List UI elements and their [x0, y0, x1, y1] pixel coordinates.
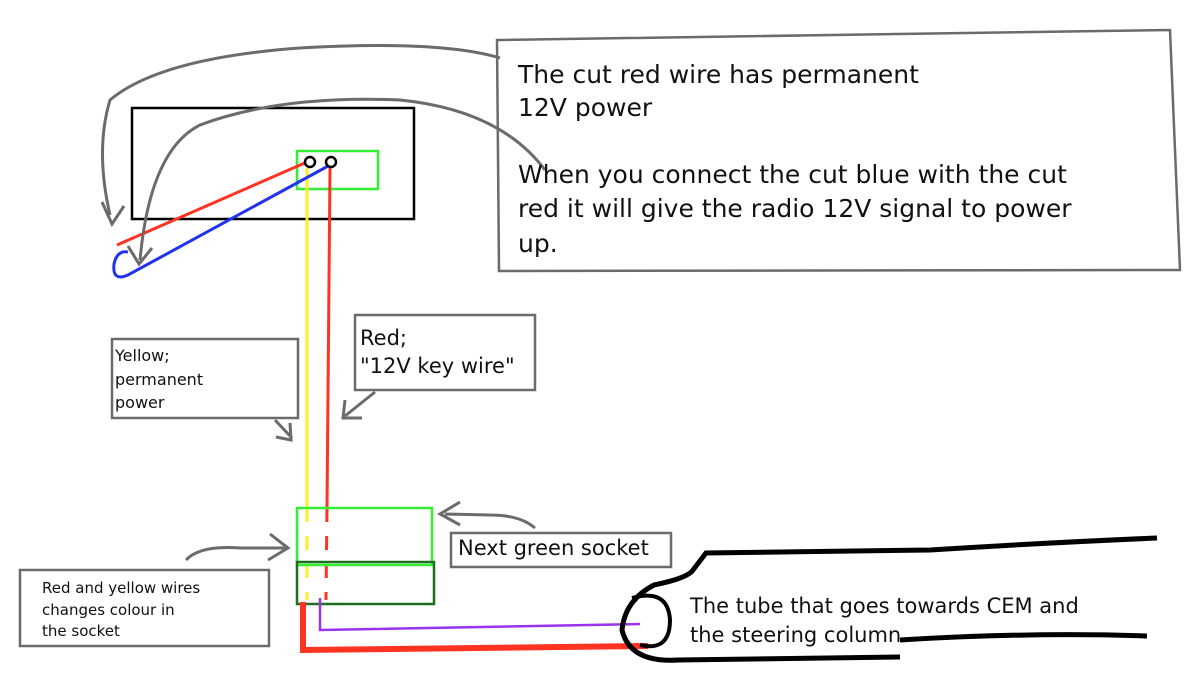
socket-callout-box — [449, 531, 673, 569]
purple-wire — [318, 598, 641, 632]
red-callout-line2: "12V key wire" — [360, 354, 515, 378]
tube — [619, 535, 1158, 663]
next-green-socket — [295, 506, 434, 567]
socket-callout-arrow — [436, 500, 536, 530]
arrow-to-blue-wire — [138, 97, 547, 261]
radio-connector — [295, 149, 380, 191]
pin-right — [324, 155, 338, 169]
change-callout-line1: Red and yellow wires — [42, 579, 201, 597]
change-callout-line2: changes colour in — [42, 601, 175, 619]
tube-label-line2: the steering column — [690, 623, 902, 647]
radio-unit — [130, 106, 416, 221]
red-key-wire — [325, 167, 332, 509]
tube-label-line1: The tube that goes towards CEM and — [690, 594, 1079, 618]
yellow-callout-line2: permanent — [115, 370, 204, 389]
red-thick-wire — [300, 602, 649, 654]
red-callout-box — [353, 313, 537, 392]
yellow-callout-line1: Yellow; — [115, 346, 170, 365]
main-callout-line3: When you connect the cut blue with the c… — [518, 160, 1067, 189]
main-callout-line2: 12V power — [518, 93, 653, 122]
main-callout-line5: up. — [518, 229, 558, 258]
change-callout-arrow — [184, 532, 291, 562]
main-info-box — [495, 28, 1182, 273]
yellow-callout-box — [110, 337, 300, 420]
tube-lower-edge — [899, 632, 1148, 643]
socket-callout-label: Next green socket — [458, 536, 649, 560]
yellow-callout-arrow — [273, 418, 294, 442]
red-callout-line1: Red; — [360, 326, 407, 350]
change-callout-box — [18, 568, 271, 648]
change-callout-line3: the socket — [42, 622, 120, 640]
main-callout-line1: The cut red wire has permanent — [518, 60, 919, 89]
yellow-callout-line3: power — [115, 393, 165, 412]
arrowhead — [100, 201, 126, 228]
red-key-wire-dashed — [324, 507, 329, 601]
cut-red-wire — [116, 160, 308, 247]
arrow-to-red-wire — [101, 44, 501, 216]
cut-blue-wire — [112, 163, 331, 279]
pin-left — [303, 155, 317, 169]
red-callout-arrow — [341, 390, 376, 420]
main-callout-line4: red it will give the radio 12V signal to… — [518, 194, 1072, 223]
tube-mouth — [631, 593, 673, 649]
arrowhead — [126, 245, 154, 267]
dark-green-socket — [295, 560, 436, 606]
